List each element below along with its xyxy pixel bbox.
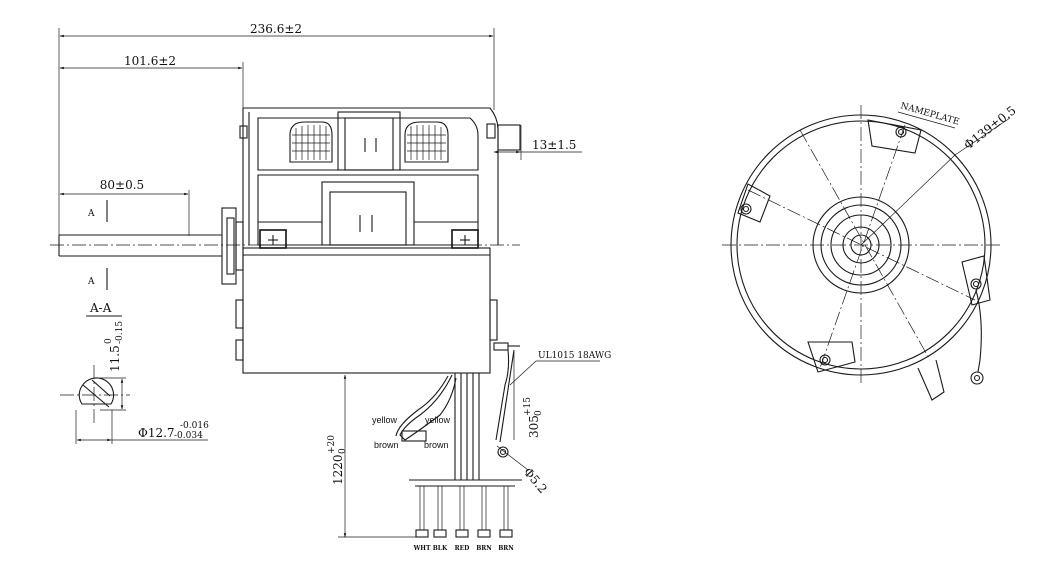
ground-lead-dimension: 305 +15 0 [513, 352, 544, 440]
ground-lead-base: 305 [527, 415, 541, 438]
section-marks: A A [87, 200, 108, 290]
shaft-length-dimension: 80±0.5 [59, 178, 190, 236]
terminal-label-brn-2: BRN [498, 545, 514, 552]
mounting-lug-bottom [807, 341, 856, 373]
shaft-diameter-base: Φ12.7 [138, 426, 175, 440]
shaft-to-mount-label: 101.6±2 [124, 54, 176, 68]
lead-length-base: 1220 [331, 454, 345, 485]
lead-exit-boss [917, 359, 945, 401]
section-a-a: A-A 11.5 0 -0.15 Φ12.7 -0.016 -0.034 [60, 301, 209, 444]
terminal-connectors: WHT BLK RED BRN BRN [413, 529, 514, 552]
rear-boss-dimension: 13±1.5 [493, 125, 582, 160]
wire-label-brown-right: brown [424, 440, 449, 450]
shaft-to-mount-dimension: 101.6±2 [59, 54, 244, 110]
front-bearing-hub [221, 207, 244, 285]
flat-depth-tol-lower: -0.15 [115, 321, 125, 344]
section-mark-top: A [87, 209, 95, 219]
lead-length-dimension: 1220 +20 0 [327, 374, 416, 538]
body-diameter-label: Φ139±0.5 [961, 103, 1018, 152]
mounting-lug-right [961, 255, 991, 306]
rear-boss-label: 13±1.5 [532, 138, 576, 152]
wire-label-yellow-right: yellow [425, 415, 451, 425]
flat-depth-base: 11.5 [108, 345, 122, 372]
winding-hatch-left [292, 125, 330, 160]
section-a-a-title: A-A [89, 301, 112, 315]
stator-upper-section [239, 107, 521, 249]
motor-shell-lower [235, 247, 520, 374]
shaft-cross-section [78, 377, 115, 405]
terminal-label-wht: WHT [413, 545, 431, 552]
overall-length-label: 236.6±2 [250, 22, 302, 36]
terminal-label-brn-1: BRN [476, 545, 492, 552]
lead-length-tol-upper: +20 [327, 435, 337, 454]
lead-wires [395, 349, 522, 530]
lead-length-tol-lower: 0 [338, 448, 348, 454]
ring-terminal-label: Φ5.2 [521, 465, 550, 496]
mounting-lug-left [737, 183, 771, 223]
ground-lead-tol-upper: +15 [523, 397, 533, 416]
winding-hatch-right [407, 125, 446, 160]
mounting-lug-top [867, 119, 922, 154]
motor-side-view: WHT BLK RED BRN BRN yellow yellow brown … [50, 107, 611, 552]
ground-lead-front [975, 289, 982, 373]
section-mark-bottom: A [87, 277, 95, 287]
motor-front-view: NAMEPLATE Φ139±0.5 [722, 101, 1019, 401]
shaft-length-label: 80±0.5 [100, 178, 144, 192]
terminal-label-blk: BLK [433, 545, 448, 552]
wire-spec-callout: UL1015 18AWG [509, 351, 611, 386]
ground-lead-tol-lower: 0 [534, 410, 544, 416]
terminal-label-red: RED [455, 545, 470, 552]
shaft-diameter-tol-lower: -0.034 [174, 431, 203, 441]
shaft-diameter-tol-upper: -0.016 [180, 421, 209, 431]
flat-depth-tol-upper: 0 [104, 338, 114, 344]
wire-label-brown-left: brown [374, 440, 399, 450]
wire-spec-label: UL1015 18AWG [538, 351, 611, 361]
wire-label-yellow-left: yellow [372, 415, 398, 425]
overall-length-dimension: 236.6±2 [58, 22, 495, 245]
